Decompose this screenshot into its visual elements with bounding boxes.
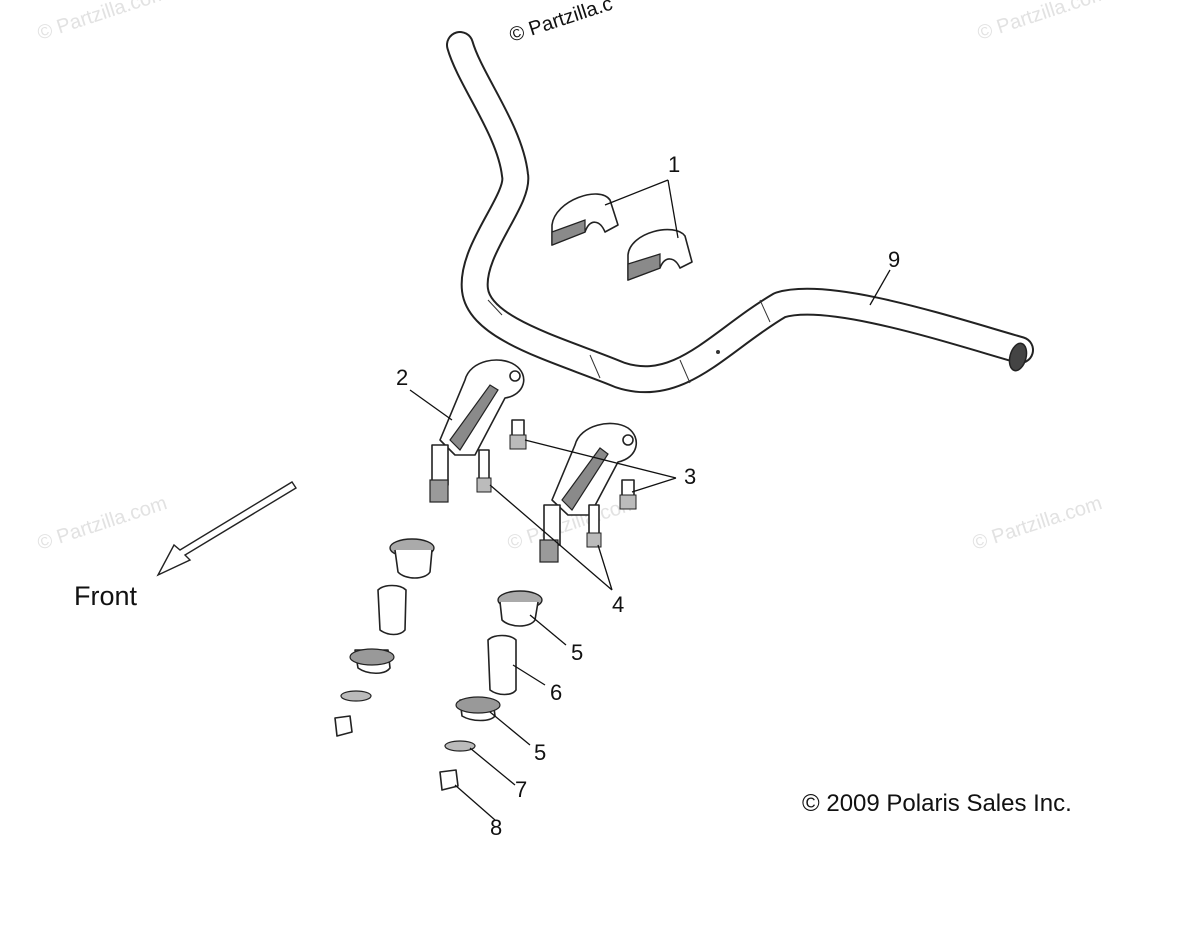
- riser-bolt-1: [476, 449, 492, 493]
- right-bushing-stack: [439, 590, 543, 791]
- callout-7: 7: [515, 777, 527, 802]
- handlebar: [446, 31, 1034, 394]
- watermark-top-center: © Partzilla.c: [507, 0, 616, 47]
- callout-6: 6: [550, 680, 562, 705]
- clamp-bolt-2: [619, 479, 637, 510]
- front-arrow-icon: [156, 481, 297, 577]
- riser-right: [539, 422, 638, 563]
- riser-left: [429, 359, 525, 503]
- watermark-top-left: © Partzilla.com: [35, 0, 170, 45]
- callout-5-lower: 5: [534, 740, 546, 765]
- callout-8: 8: [490, 815, 502, 840]
- callout-4: 4: [612, 592, 624, 617]
- callout-3: 3: [684, 464, 696, 489]
- front-label: Front: [74, 581, 138, 611]
- watermark-mid-right: © Partzilla.com: [970, 492, 1105, 555]
- watermark-top-right: © Partzilla.com: [975, 0, 1110, 45]
- callout-1: 1: [668, 152, 680, 177]
- callout-5-upper: 5: [571, 640, 583, 665]
- left-bushing-stack: [334, 538, 435, 737]
- callout-9: 9: [888, 247, 900, 272]
- clamp-cap-left: [551, 193, 619, 246]
- clamp-bolt-1: [509, 419, 527, 450]
- riser-bolt-2: [586, 504, 602, 548]
- clamp-cap-right: [627, 228, 693, 281]
- copyright-text: © 2009 Polaris Sales Inc.: [802, 790, 1072, 817]
- callout-2: 2: [396, 365, 408, 390]
- watermark-mid-left: © Partzilla.com: [35, 492, 170, 555]
- leader-lines: [409, 179, 891, 821]
